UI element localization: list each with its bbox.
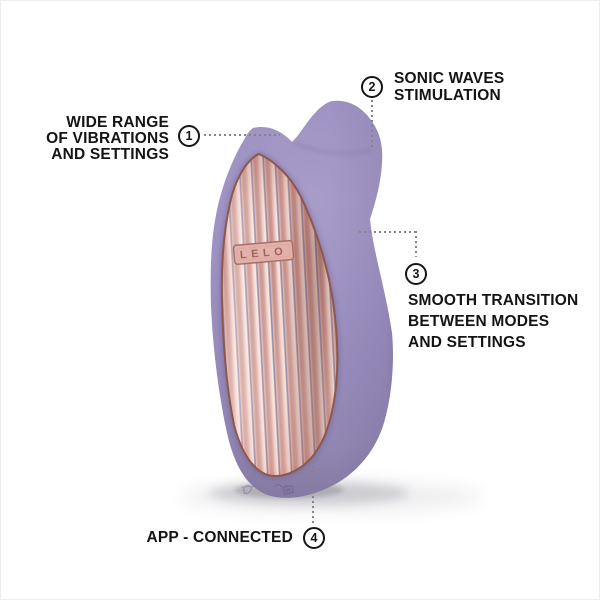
callout-4-label-line: APP - CONNECTED bbox=[146, 529, 293, 546]
callout-1-label-line: WIDE RANGE bbox=[66, 114, 169, 131]
callout-4-label: APP - CONNECTED bbox=[146, 530, 293, 546]
lelo-logo-plate: LELO bbox=[232, 239, 295, 265]
callout-1-line bbox=[204, 134, 280, 136]
callout-4-number: 4 bbox=[310, 530, 318, 545]
callout-2-label-line: STIMULATION bbox=[394, 87, 501, 104]
callout-3-number: 3 bbox=[412, 266, 420, 281]
callout-1-label-line: AND SETTINGS bbox=[51, 146, 169, 163]
panel-rim bbox=[220, 152, 339, 478]
callout-2-circle: 2 bbox=[361, 76, 383, 98]
callout-4-circle: 4 bbox=[303, 527, 325, 549]
callout-1-label-line: OF VIBRATIONS bbox=[46, 130, 169, 147]
callout-3-line-horizontal bbox=[359, 231, 416, 233]
callout-3-label-line: BETWEEN MODES bbox=[408, 313, 550, 330]
panel-shading-vertical bbox=[221, 154, 338, 477]
callout-2-number: 2 bbox=[368, 79, 376, 94]
lelo-logo-text: LELO bbox=[240, 245, 288, 261]
callout-2-label: SONIC WAVES STIMULATION bbox=[394, 70, 504, 104]
callout-3-line-vertical bbox=[415, 231, 417, 257]
callout-2-label-line: SONIC WAVES bbox=[394, 70, 505, 87]
callout-1-number: 1 bbox=[185, 128, 193, 143]
callout-1-circle: 1 bbox=[178, 125, 200, 147]
callout-3-circle: 3 bbox=[405, 263, 427, 285]
callout-3-label: SMOOTH TRANSITION BETWEEN MODES AND SETT… bbox=[408, 290, 578, 353]
callout-3-label-line: SMOOTH TRANSITION bbox=[408, 292, 579, 309]
saddle-crease bbox=[292, 140, 372, 155]
callout-3-label-line: AND SETTINGS bbox=[408, 334, 526, 351]
callout-1-label: WIDE RANGE OF VIBRATIONS AND SETTINGS bbox=[46, 115, 169, 163]
callout-2-line bbox=[371, 100, 373, 150]
callout-4-line bbox=[312, 461, 314, 525]
regulatory-engravings bbox=[241, 483, 294, 495]
